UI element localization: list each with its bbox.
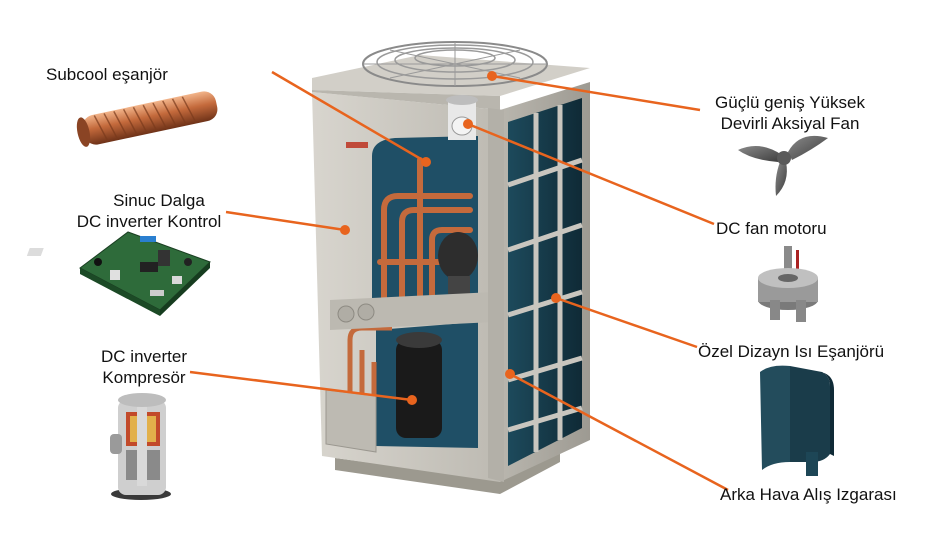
label-fan-motor: DC fan motoru (716, 219, 827, 238)
heat-exchanger-coil (507, 98, 583, 466)
leader-fan-motor (467, 122, 715, 226)
heat-exchanger-panel-image (760, 365, 834, 476)
leader-fan (491, 74, 701, 112)
dc-fan-motor-image (758, 246, 818, 322)
label-control-line2: DC inverter Kontrol (76, 212, 222, 231)
leader-grille (509, 372, 729, 492)
label-air-grille: Arka Hava Alış Izgarası (720, 485, 897, 504)
leader-compressor (189, 370, 413, 402)
label-compressor-line1: DC inverter (101, 347, 187, 366)
leader-control (225, 210, 346, 232)
leader-dots (340, 71, 561, 405)
leader-lines (189, 70, 729, 492)
copper-piping (377, 157, 473, 303)
outdoor-unit-image (312, 41, 590, 494)
pcb-board-image (26, 231, 211, 316)
label-control-line1: Sinuc Dalga (113, 191, 205, 210)
label-heat-exchanger: Özel Dizayn Isı Eşanjörü (698, 342, 885, 361)
label-fan-line1: Güçlü geniş Yüksek (715, 93, 865, 112)
fan-guard (362, 41, 548, 87)
axial-fan-image (738, 135, 828, 196)
label-compressor-line2: Kompresör (102, 368, 186, 387)
subcool-tube-image (76, 91, 218, 147)
compressor-cutaway-image (110, 393, 171, 500)
leader-hex (555, 296, 698, 349)
label-fan-line2: Devirli Aksiyal Fan (720, 114, 860, 133)
leader-subcool (271, 70, 427, 164)
label-subcool: Subcool eşanjör (46, 65, 168, 84)
